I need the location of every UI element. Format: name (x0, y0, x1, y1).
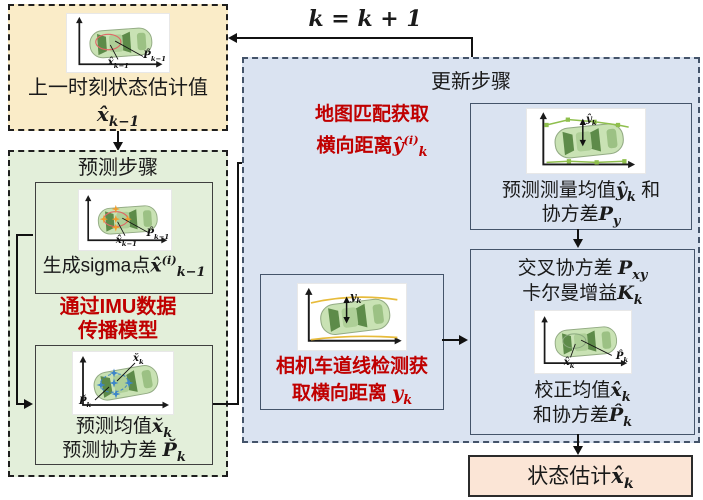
correction-cov-label: P̂k (615, 351, 629, 365)
map-match-note-line2: 横向距离ŷ(i)k (316, 133, 428, 161)
state-estimate-box: 状态估计x̂k (468, 455, 693, 497)
update-step-box: 更新步骤 地图匹配获取 横向距离ŷ(i)k (242, 57, 700, 443)
propagation-car-image: x̆k P̆k (73, 352, 173, 414)
correction-to-status-line (577, 434, 579, 447)
correction-car-image: x̂k P̂k (535, 311, 631, 373)
camera-caption-line2: 取横向距离 yk (291, 382, 413, 408)
prev-to-predict-arrowhead (113, 142, 123, 151)
camera-car-image: yk (298, 284, 406, 350)
sigma-to-prop-top-line (16, 234, 33, 236)
measurement-caption-line2: 协方差Py (541, 203, 621, 229)
car-top-view-with-camera-lane-lines-icon (304, 286, 403, 346)
sigma-cov-label: P̂k−1 (146, 228, 170, 242)
propagation-cov-label: P̆k (79, 396, 92, 410)
correction-caption-line1: 交叉协方差 Pxy (517, 257, 648, 283)
propagation-caption-line1: 预测均值x̆k (75, 415, 173, 441)
meas-to-correction-arrowhead (573, 239, 583, 248)
camera-lane-box: yk 相机车道线检测获 取横向距离 yk (260, 274, 444, 410)
camera-distance-label: yk (349, 290, 362, 306)
car-top-view-with-covariance-ellipse-icon (75, 16, 164, 69)
measurement-car-image: ŷk (527, 109, 645, 173)
sigma-to-prop-vline (16, 234, 18, 405)
camera-to-correction-line (442, 339, 460, 341)
correction-caption-line3: 校正均值x̂k (534, 379, 631, 405)
prediction-step-title: 预测步骤 (78, 157, 158, 179)
prev-to-predict-line (117, 131, 119, 143)
measurement-caption-line1: 预测测量均值ŷk 和 (501, 179, 661, 205)
sigma-to-prop-bottom-line (16, 403, 26, 405)
correction-box: 交叉协方差 Pxy 卡尔曼增益Kk x̂k P̂k 校正均值x̂k 和协方差P̂… (470, 249, 695, 435)
correction-to-status-arrowhead (573, 446, 583, 455)
prev-cov-label: P̂k−1 (143, 50, 166, 64)
imu-note-line1: 通过IMU数据 (59, 296, 177, 318)
iteration-label: k = k + 1 (308, 6, 422, 32)
iteration-arrow-hline (236, 37, 473, 39)
car-top-view-with-sigma-points-icon (84, 194, 169, 245)
correction-caption-line4: 和协方差P̂k (532, 404, 633, 430)
measurement-distance-label: ŷk (586, 114, 597, 128)
previous-state-box: x̂k−1 P̂k−1 上一时刻状态估计值 x̂k−1 (8, 4, 228, 131)
prev-mean-label: x̂k−1 (107, 57, 129, 71)
propagation-box: x̆k P̆k 预测均值x̆k 预测协方差 P̆k (35, 345, 213, 465)
map-match-note-line1: 地图匹配获取 (314, 104, 429, 125)
predict-out-vline (237, 162, 239, 405)
camera-caption-line1: 相机车道线检测获 (275, 356, 428, 377)
measurement-prediction-box: ŷk 预测测量均值ŷk 和 协方差Py (470, 103, 692, 230)
sigma-mean-label: x̂k−1 (115, 235, 137, 249)
predict-out-hline (213, 403, 239, 405)
imu-note-line2: 传播模型 (78, 320, 158, 342)
propagation-mean-label: x̆k (133, 353, 144, 367)
state-estimate-caption: 状态估计x̂k (527, 463, 634, 493)
prediction-step-box: 预测步骤 x̂k−1 (8, 150, 228, 477)
sigma-generation-box: x̂k−1 P̂k−1 生成sigma点x̂(i)k−1 (35, 182, 213, 294)
prev-box-math-caption: x̂k−1 (96, 102, 140, 130)
previous-state-car-image: x̂k−1 P̂k−1 (67, 14, 169, 72)
propagation-caption-line2: 预测协方差 P̆k (62, 439, 186, 465)
car-top-view-with-map-lane-lines-icon (538, 111, 637, 170)
correction-caption-line2: 卡尔曼增益Kk (522, 282, 643, 308)
sigma-car-image: x̂k−1 P̂k−1 (79, 190, 171, 250)
iteration-arrow-vline (471, 37, 473, 58)
sigma-to-prop-arrowhead (24, 399, 33, 409)
camera-to-correction-arrowhead (459, 335, 468, 345)
sigma-box-caption: 生成sigma点x̂(i)k−1 (42, 252, 206, 280)
prev-box-caption: 上一时刻状态估计值 (28, 77, 208, 99)
update-step-title: 更新步骤 (431, 71, 511, 93)
iteration-arrowhead (228, 33, 237, 43)
car-top-view-with-corrected-ellipse-icon (540, 315, 629, 368)
meas-to-correction-line (577, 229, 579, 240)
car-top-view-with-predicted-sigma-points-icon (78, 355, 170, 410)
correction-mean-label: x̂k (563, 357, 575, 371)
